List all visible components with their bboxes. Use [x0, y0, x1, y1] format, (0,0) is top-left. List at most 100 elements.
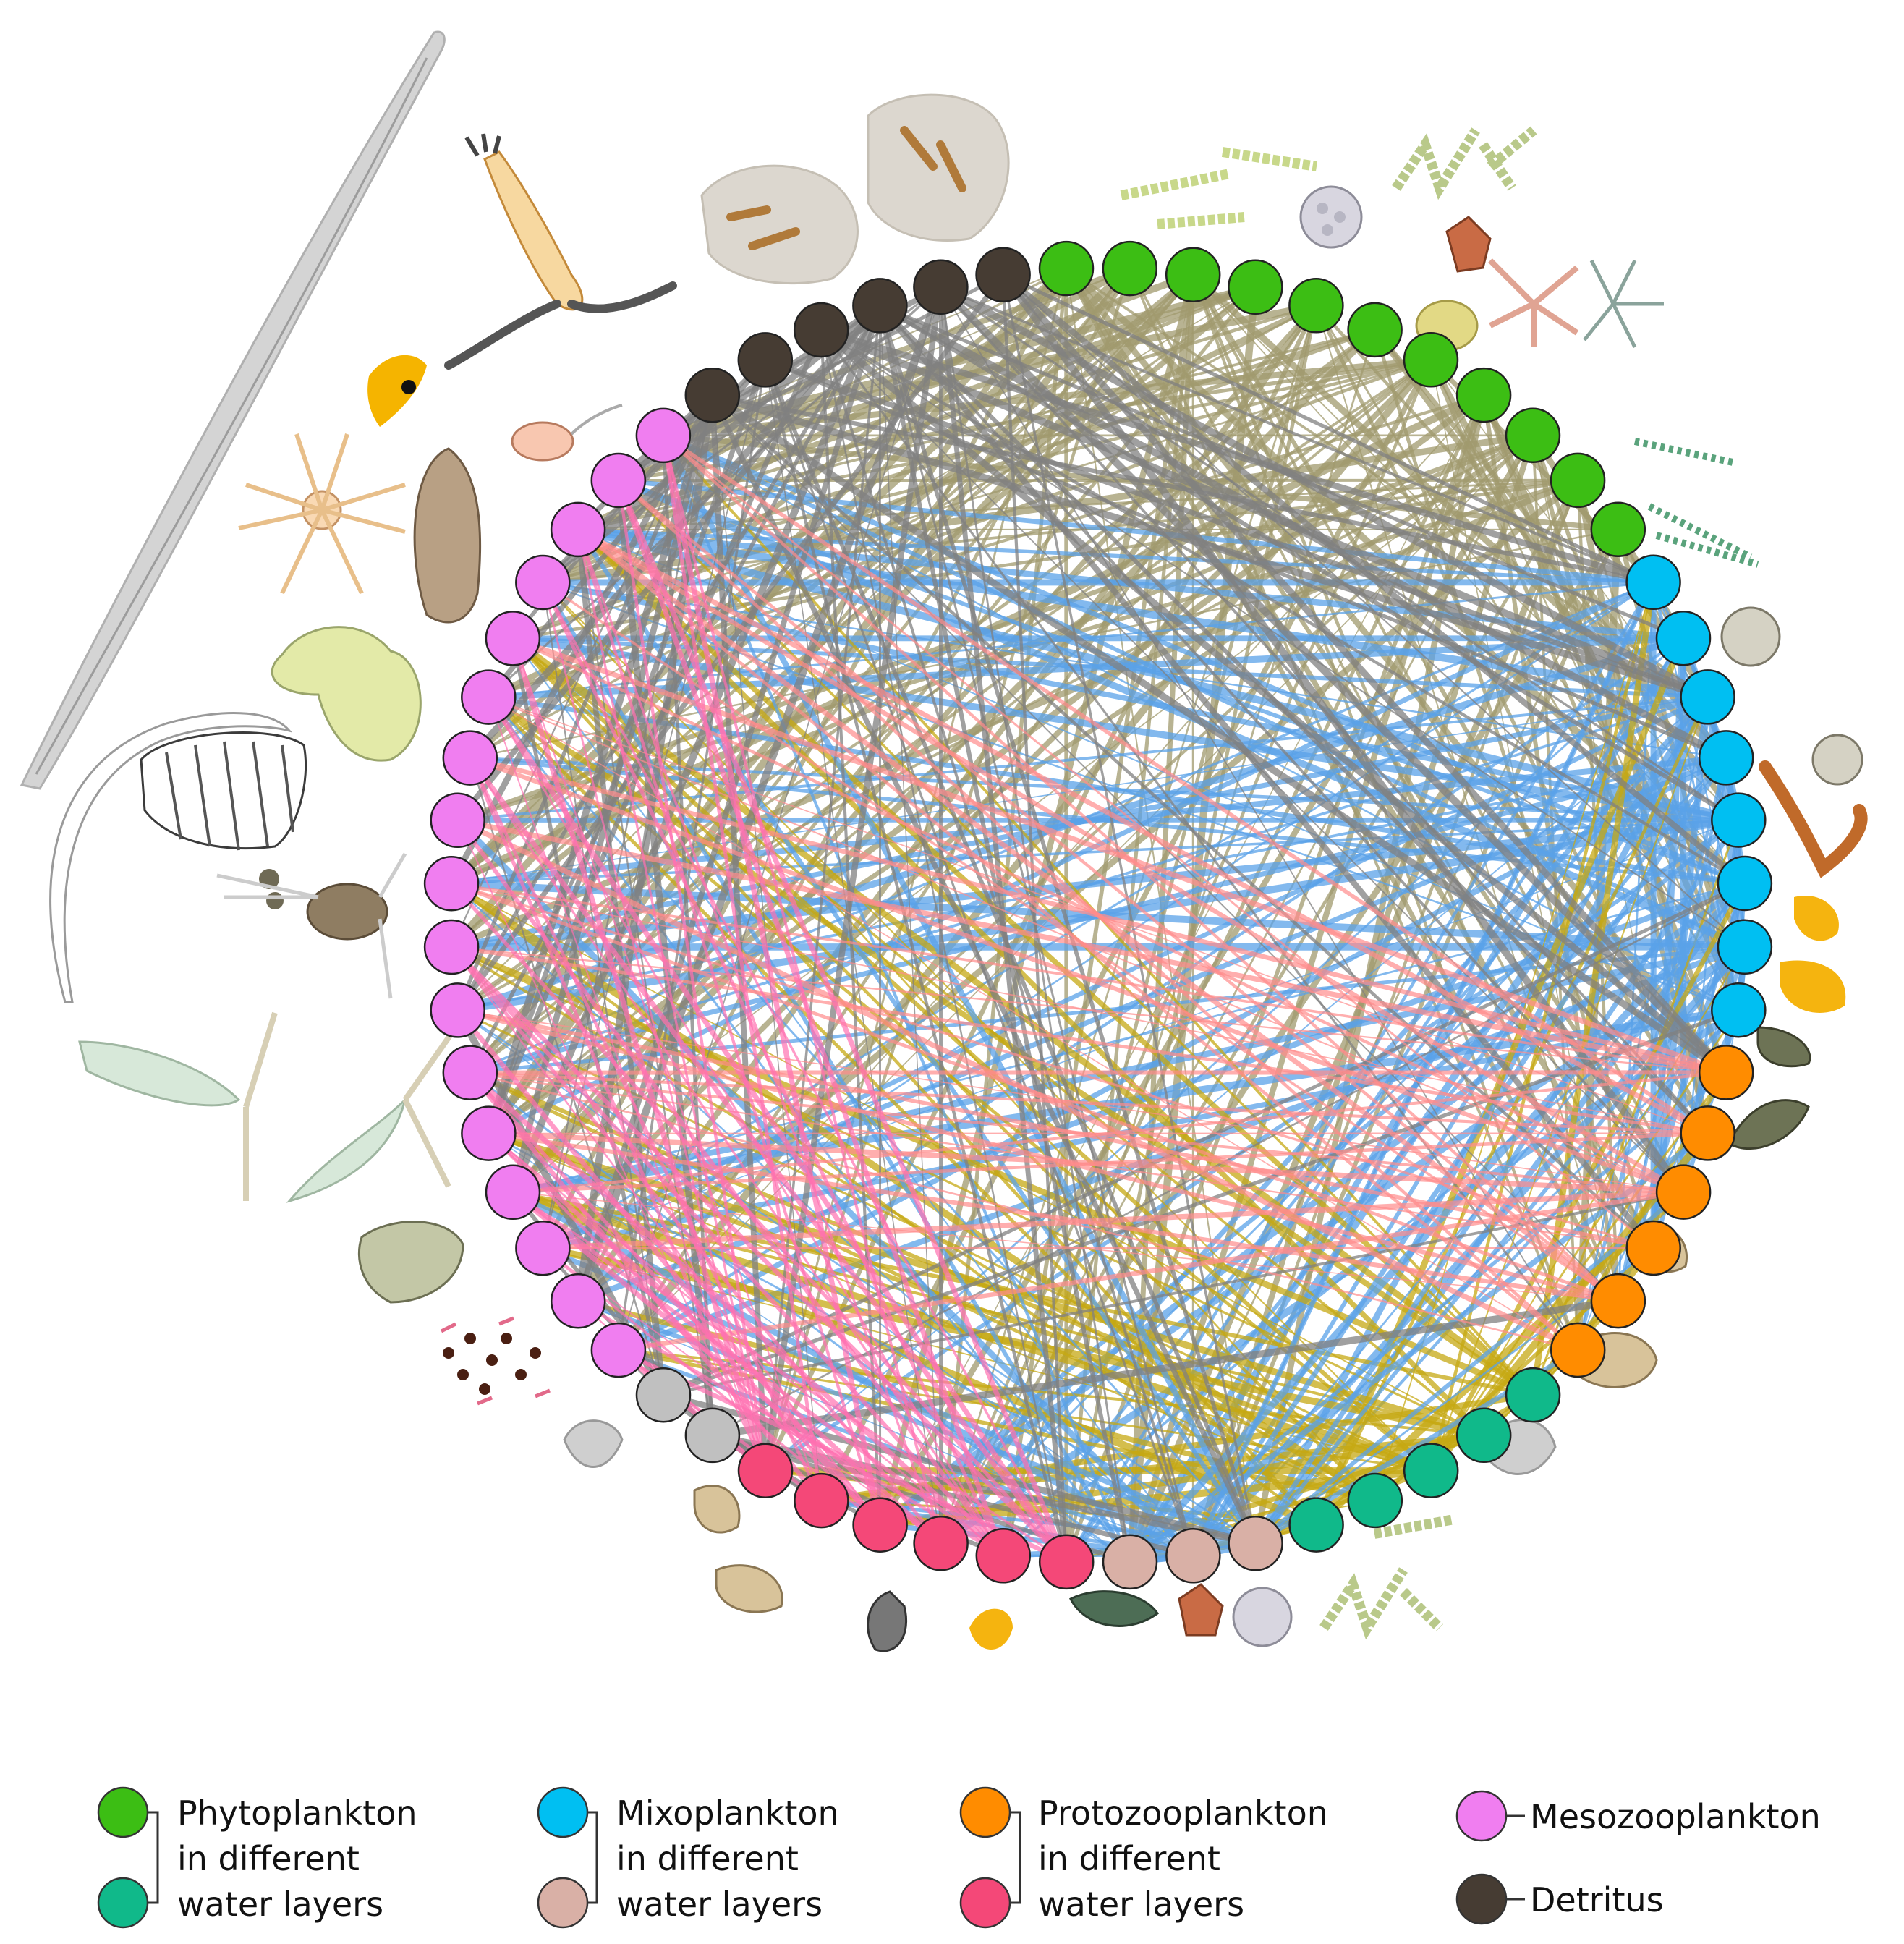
legend-mixo: Mixoplankton in different water layers — [537, 1786, 839, 1929]
organism-illustrations — [20, 30, 1868, 1652]
node-phyto-lower-1 — [1505, 1367, 1561, 1423]
node-phyto-upper-9 — [1505, 407, 1561, 464]
edge-499 — [469, 755, 1685, 1194]
edge-557 — [616, 1348, 768, 1473]
edge-515 — [662, 434, 1620, 1302]
node-meso-10 — [430, 792, 485, 849]
arrow-worm-icon — [20, 30, 446, 790]
node-mixo-upper-6 — [1717, 855, 1773, 912]
node-proto-lower-5 — [794, 1472, 849, 1529]
edge-562 — [510, 637, 768, 1472]
edge-286 — [451, 946, 1484, 1437]
legend-mixo-line1: Mixoplankton — [616, 1794, 839, 1833]
node-mixo-upper-1 — [1625, 554, 1681, 611]
edge-456 — [939, 284, 1709, 700]
edge-407 — [456, 394, 715, 1011]
edge-367 — [469, 1071, 1131, 1563]
node-meso-14 — [515, 554, 571, 611]
pollen-grain-icon — [1299, 185, 1363, 249]
edge-560 — [468, 757, 768, 1472]
copepod-pale-icon — [78, 1011, 459, 1203]
node-meso-5 — [461, 1105, 517, 1161]
edge-460 — [940, 286, 1578, 1351]
legend-proto: Protozooplankton in different water laye… — [959, 1786, 1328, 1929]
edge-565 — [616, 480, 768, 1472]
edge-257 — [938, 1007, 1741, 1547]
node-meso-2 — [550, 1273, 606, 1329]
legend-proto-lower-swatch — [959, 1877, 1011, 1929]
edge-331 — [487, 695, 1318, 1527]
node-phyto-upper-7 — [1403, 332, 1459, 388]
edge-371 — [712, 882, 1746, 1437]
bacteria-icon — [440, 1316, 551, 1406]
edge-543 — [577, 529, 943, 1544]
node-proto-upper-3 — [1655, 1164, 1712, 1220]
daphnia-icon — [357, 1221, 464, 1304]
edge-346 — [660, 434, 1259, 1545]
edge-551 — [660, 435, 883, 1526]
node-mixo-lower-2 — [1165, 1528, 1221, 1584]
dinoflagellate-icon — [1445, 216, 1492, 273]
node-mixo-upper-3 — [1680, 669, 1735, 725]
legend-meso-label: Mesozooplankton — [1530, 1797, 1821, 1836]
edge-458 — [938, 284, 1729, 1076]
cryptomonad-icon — [1780, 896, 1846, 1013]
node-phyto-lower-4 — [1347, 1472, 1403, 1529]
edge-374 — [712, 1432, 1194, 1558]
edge-547 — [468, 1071, 882, 1527]
edge-495 — [543, 1189, 1684, 1251]
node-phyto-upper-8 — [1455, 367, 1512, 423]
spiny-diatom-icon — [1583, 259, 1664, 349]
network-nodes — [423, 240, 1773, 1590]
edge-537 — [541, 581, 1006, 1557]
edge-555 — [511, 638, 823, 1501]
ciliate-icon — [140, 731, 307, 851]
node-phyto-lower-2 — [1455, 1407, 1512, 1464]
edge-470 — [1002, 273, 1654, 585]
node-meso-12 — [461, 669, 517, 725]
node-proto-lower-1 — [1038, 1534, 1095, 1590]
edge-535 — [469, 757, 1005, 1557]
node-meso-6 — [442, 1045, 498, 1100]
node-phyto-upper-11 — [1590, 501, 1646, 558]
legend-mixo-upper-swatch — [537, 1786, 589, 1838]
node-detritus-6 — [975, 247, 1031, 302]
interaction-edges — [449, 266, 1748, 1566]
node-mixo-upper-4 — [1698, 730, 1754, 786]
node-phyto-lower-5 — [1288, 1497, 1344, 1553]
edge-462 — [938, 286, 1069, 1563]
rotifer-icon — [271, 626, 422, 762]
edge-66 — [487, 302, 1318, 700]
node-meso-13 — [485, 611, 541, 666]
node-mixo-upper-8 — [1711, 982, 1767, 1038]
edge-449 — [468, 305, 882, 1074]
edge-476 — [1001, 274, 1068, 1563]
legend-phyto-line2: in different — [177, 1839, 360, 1878]
diatom-chain-icon — [1120, 126, 1537, 229]
edge-397 — [710, 392, 1728, 1076]
node-proto-lower-3 — [913, 1515, 969, 1571]
node-proto-lower-4 — [852, 1497, 908, 1553]
edge-549 — [451, 946, 881, 1526]
edge-20 — [576, 267, 1132, 1302]
edge-444 — [879, 305, 942, 1544]
edge-528 — [616, 479, 1069, 1563]
node-phyto-upper-5 — [1288, 278, 1344, 334]
edge-553 — [468, 1071, 823, 1503]
legend-proto-upper-swatch — [959, 1786, 1011, 1838]
node-other-2 — [635, 1367, 692, 1423]
bottom-phyto-icons — [867, 1514, 1455, 1652]
edge-468 — [542, 286, 942, 584]
legend-proto-line3: water layers — [1038, 1885, 1244, 1924]
pteropod-icon — [413, 447, 482, 624]
edge-451 — [455, 303, 883, 823]
edge-471 — [1000, 272, 1747, 886]
edge-505 — [457, 1008, 1654, 1250]
legend-meso-swatch — [1455, 1790, 1508, 1842]
edge-472 — [1002, 273, 1746, 948]
edge-465 — [618, 286, 942, 1351]
node-detritus-5 — [913, 259, 969, 315]
node-mixo-lower-1 — [1228, 1515, 1283, 1571]
edge-438 — [878, 304, 1709, 1135]
edge-192 — [577, 525, 1709, 701]
